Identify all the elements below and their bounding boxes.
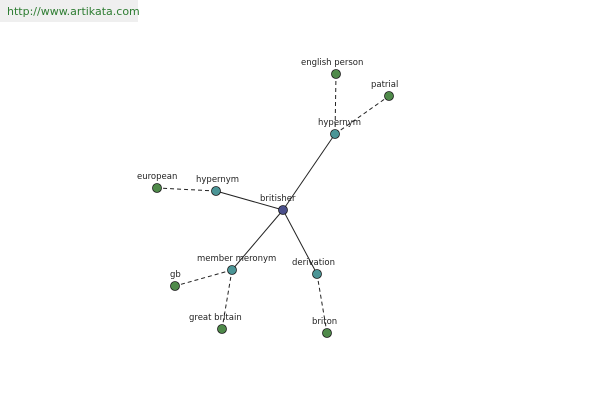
node-circle-patrial[interactable]	[384, 91, 394, 101]
node-label-english_person: english person	[301, 58, 363, 68]
node-label-hyp1: hypernym	[318, 118, 361, 128]
nodes-layer: britisher hypernym hypernym member meronym d…	[137, 58, 398, 338]
edge-britisher-hyp2	[215, 190, 284, 211]
node-circle-gb[interactable]	[170, 281, 180, 291]
node-briton[interactable]: briton	[312, 317, 337, 338]
edge-britisher-hyp1	[282, 133, 336, 211]
node-label-briton: briton	[312, 317, 337, 327]
node-circle-mero[interactable]	[227, 265, 237, 275]
node-label-great_britain: great britain	[189, 313, 242, 323]
node-patrial[interactable]: patrial	[371, 80, 398, 101]
node-label-european: european	[137, 172, 177, 182]
node-circle-britisher[interactable]	[278, 205, 288, 215]
node-mero[interactable]: member meronym	[197, 254, 276, 275]
node-circle-hyp1[interactable]	[330, 129, 340, 139]
edge-mero-gb	[174, 269, 233, 287]
node-deriv[interactable]: derivation	[292, 258, 335, 279]
node-label-mero: member meronym	[197, 254, 276, 264]
node-gb[interactable]: gb	[170, 270, 181, 291]
node-hyp1[interactable]: hypernym	[318, 118, 361, 139]
edge-britisher-mero	[231, 209, 284, 271]
node-circle-hyp2[interactable]	[211, 186, 221, 196]
node-circle-great_britain[interactable]	[217, 324, 227, 334]
node-circle-english_person[interactable]	[331, 69, 341, 79]
node-britisher[interactable]: britisher	[260, 194, 296, 215]
edge-mero-great_britain	[221, 269, 233, 330]
node-circle-european[interactable]	[152, 183, 162, 193]
node-circle-briton[interactable]	[322, 328, 332, 338]
edge-hyp1-english_person	[334, 73, 337, 135]
edge-britisher-deriv	[282, 209, 318, 275]
node-circle-deriv[interactable]	[312, 269, 322, 279]
node-label-hyp2: hypernym	[196, 175, 239, 185]
node-label-gb: gb	[170, 270, 181, 280]
edge-hyp2-european	[156, 187, 217, 192]
edges-layer	[156, 73, 390, 334]
node-hyp2[interactable]: hypernym	[196, 175, 239, 196]
node-label-deriv: derivation	[292, 258, 335, 268]
node-great_britain[interactable]: great britain	[189, 313, 242, 334]
source-url-link[interactable]: http://www.artikata.com	[7, 5, 140, 18]
node-label-patrial: patrial	[371, 80, 398, 90]
node-label-britisher: britisher	[260, 194, 296, 204]
node-english_person[interactable]: english person	[301, 58, 363, 79]
node-european[interactable]: european	[137, 172, 177, 193]
edge-hyp1-patrial	[334, 95, 390, 135]
source-banner: http://www.artikata.com	[0, 0, 140, 22]
edge-deriv-briton	[316, 273, 328, 334]
